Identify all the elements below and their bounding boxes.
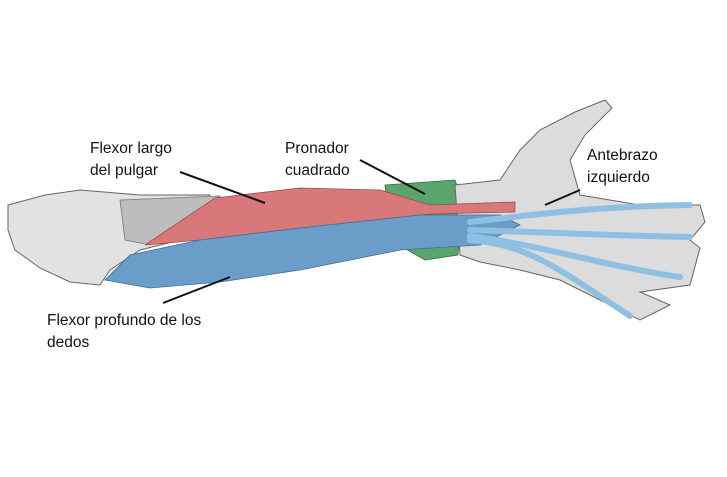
leader-flexor-largo — [179, 171, 266, 204]
flexor-profundo-muscle — [104, 214, 521, 289]
leader-antebrazo — [544, 189, 581, 206]
label-line: del pulgar — [90, 162, 159, 179]
leader-pronador — [359, 159, 426, 195]
label-line: Flexor largo — [90, 140, 172, 157]
leader-lines — [162, 159, 581, 304]
tendon-1 — [467, 202, 693, 225]
label-line: cuadrado — [285, 162, 350, 179]
upper-muscle-gray — [119, 195, 222, 246]
tendon-4 — [467, 237, 633, 319]
label-line: izquierdo — [587, 169, 650, 186]
leader-flexor-profundo — [162, 276, 231, 304]
tendons — [467, 202, 693, 319]
label-flexor-profundo-de-los-dedos: Flexor profundo de los dedos — [47, 310, 201, 354]
label-line: dedos — [47, 334, 90, 351]
label-flexor-largo-del-pulgar: Flexor largo del pulgar — [90, 138, 172, 182]
label-line: Antebrazo — [587, 147, 658, 164]
label-antebrazo-izquierdo: Antebrazo izquierdo — [587, 145, 658, 189]
tendon-3 — [467, 233, 683, 280]
tendon-2 — [467, 227, 693, 240]
label-line: Pronador — [285, 140, 349, 157]
label-line: Flexor profundo de los — [47, 312, 202, 329]
label-pronador-cuadrado: Pronador cuadrado — [285, 138, 350, 182]
